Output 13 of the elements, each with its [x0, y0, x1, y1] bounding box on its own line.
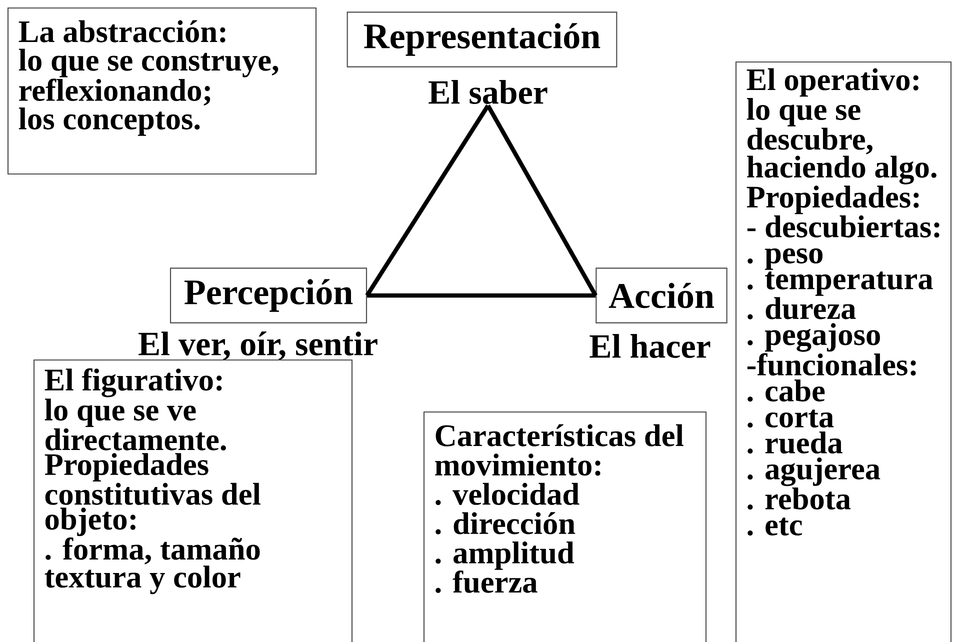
text-box: El operativo: lo que se descubre, haciendo algo. Propiedades: - descubiertas: . peso . temperatura . dureza . pegajoso -funcionales: . cabe . corta . rueda . agujerea . rebota . etc — [735, 61, 952, 642]
triangle-side — [486, 104, 598, 297]
label-box: Percepción — [170, 268, 368, 324]
label-box: Representación — [346, 12, 618, 68]
node-label: El saber — [428, 80, 548, 104]
node-label: El hacer — [590, 334, 710, 358]
text-box: El figurativo: lo que se ve directamente. Propiedades constitutivas del objeto: . forma, tamaño textura y color — [33, 359, 353, 642]
triangle-side — [365, 104, 490, 297]
node-label: El ver, oír, sentir — [138, 332, 378, 360]
triangle-side — [367, 293, 596, 298]
label-box: Acción — [596, 268, 728, 324]
text-box: Características del movimiento: . velocidad . dirección . amplitud . fuerza — [423, 411, 707, 642]
text-box: La abstracción: lo que se construye, reflexionando; los conceptos. — [7, 7, 317, 175]
